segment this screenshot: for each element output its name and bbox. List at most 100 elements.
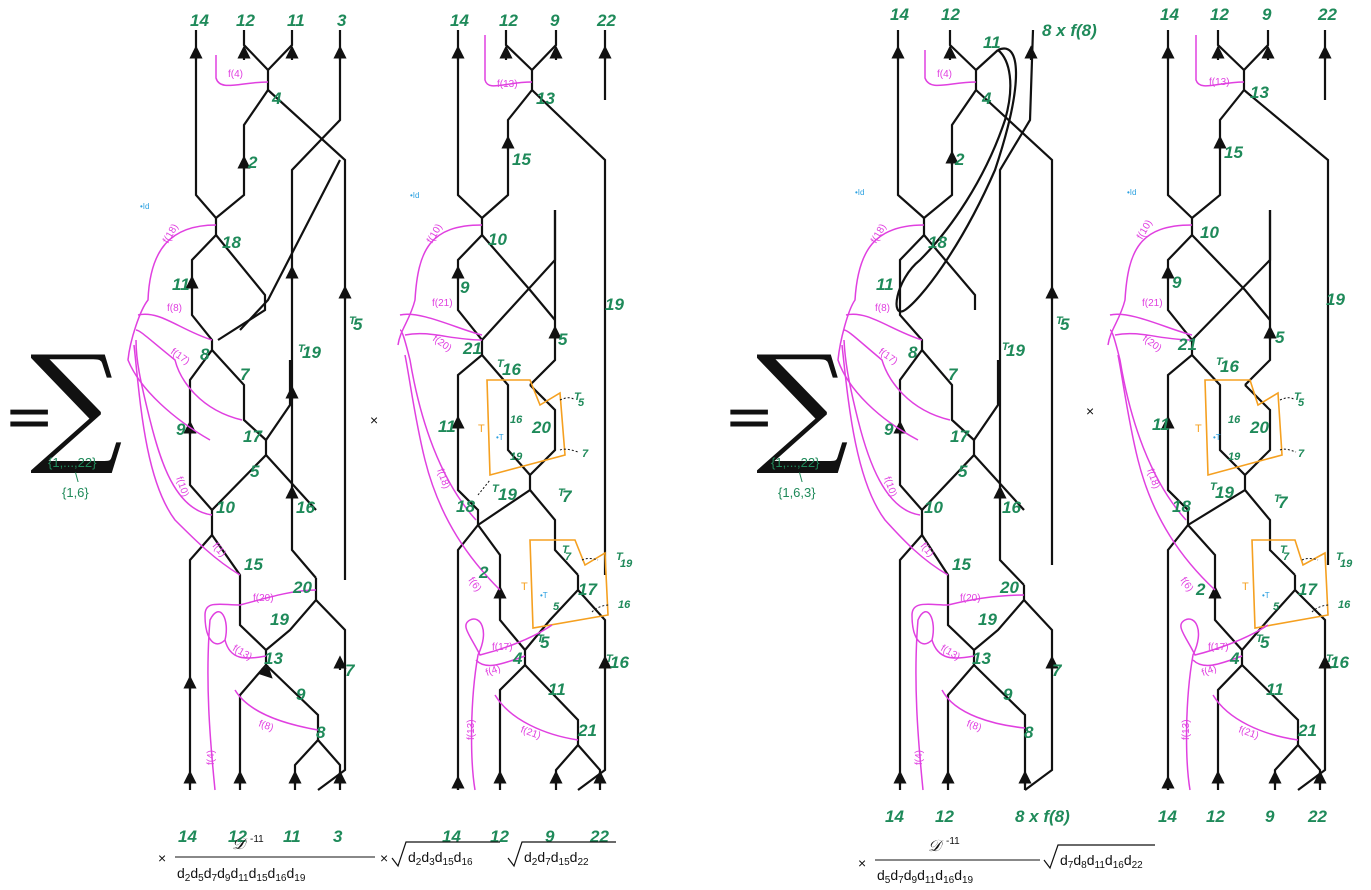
panel-2-labels: 14 12 9 22 14 12 9 22 13 15 10 9 19 21 1…: [410, 11, 633, 846]
p4-tbox-T: T: [1195, 423, 1202, 435]
p4-id-label: •Id: [1127, 188, 1136, 197]
p2-top-9: 9: [550, 11, 560, 30]
p1-bot-12: 12: [228, 827, 247, 846]
p4-f21b: f(21): [1237, 724, 1260, 741]
p3-f8: f(8): [875, 303, 890, 314]
p1-top-11: 11: [287, 11, 305, 30]
sum-2-exclude: {1,6,3}: [778, 485, 816, 500]
p1-twist-19: T: [298, 343, 306, 355]
p1-node-19: 19: [302, 343, 321, 362]
p2-node-5b: 5: [553, 601, 560, 613]
panel-1-labels: 14 12 11 3 14 12 11 3 4 2 18 11 8 7 19 5…: [140, 11, 363, 846]
p4-node-5d: 5: [1298, 397, 1305, 409]
f1-sqrt2: d2d7d15d22: [524, 849, 589, 868]
sigma-2: ∑: [756, 327, 849, 479]
p4-node-4: 4: [1229, 649, 1240, 668]
p2-node-16d: 16: [610, 653, 629, 672]
p3-bot-12: 12: [935, 807, 954, 826]
f2-exp: -11: [946, 836, 960, 847]
p1-bot-3: 3: [333, 827, 343, 846]
p3-twist-5: T: [1056, 315, 1064, 327]
p4-f4: f(4): [1200, 663, 1218, 678]
p2-node-11b: 11: [548, 680, 566, 699]
p2-node-11: 11: [438, 417, 456, 436]
p1-node-8: 8: [200, 345, 210, 364]
p2-node-13: 13: [536, 89, 555, 108]
p2-f21: f(21): [432, 298, 453, 309]
p4-f21: f(21): [1142, 298, 1163, 309]
p4-node-7c: 7: [1298, 448, 1305, 460]
p2-node-16c: 16: [618, 599, 631, 611]
p2-node-10: 10: [488, 230, 507, 249]
p3-top-8xf8: 8 x f(8): [1042, 21, 1097, 40]
p4-node-5: 5: [1275, 328, 1285, 347]
p2-node-19b: 19: [510, 451, 523, 463]
p4-twist-16: T: [1326, 653, 1334, 665]
panel-3-f-strands: [837, 50, 1026, 791]
p2-node-7b: 7: [565, 551, 572, 563]
p1-node-9b: 9: [296, 685, 306, 704]
p4-node-18: 18: [1172, 497, 1191, 516]
p4-top-12: 12: [1210, 5, 1229, 24]
f2-sqrt: d7d8d11d16d22: [1060, 852, 1143, 871]
p2-bot-14: 14: [442, 827, 461, 846]
f1-D: 𝒟: [232, 836, 248, 853]
f1-sqrt1: d2d3d15d16: [408, 849, 473, 868]
sum-2-minus: \: [799, 470, 803, 485]
p2-node-19c: 19: [498, 485, 517, 504]
p3-bot-14: 14: [885, 807, 904, 826]
p3-node-9: 9: [884, 420, 894, 439]
f2-denom: d5d7d9d11d16d19: [877, 867, 974, 886]
p1-node-20: 20: [292, 578, 312, 597]
p4-node-17: 17: [1298, 580, 1318, 599]
p4-twist-7: T: [1274, 493, 1282, 505]
p1-node-18: 18: [222, 233, 241, 252]
p1-f10: f(10): [173, 475, 190, 498]
p1-node-19b: 19: [270, 610, 289, 629]
panel-2-braid: [451, 30, 612, 791]
p2-node-4: 4: [512, 649, 523, 668]
p1-bot-14: 14: [178, 827, 197, 846]
panel-3-braid: [891, 29, 1059, 791]
p2-node-5c: 5: [540, 633, 550, 652]
f2-D: 𝒟: [928, 838, 944, 855]
p3-top-11: 11: [983, 33, 1001, 52]
p4-node-5c: 5: [1260, 633, 1270, 652]
p3-node-13: 13: [972, 649, 991, 668]
p3-node-8b: 8: [1024, 723, 1034, 742]
p1-node-11: 11: [172, 275, 190, 294]
p2-f4: f(4): [484, 663, 502, 678]
p2-twist-16: T: [497, 358, 505, 370]
p1-top-3: 3: [337, 11, 347, 30]
p4-bot-22: 22: [1307, 807, 1327, 826]
p2-node-16b: 16: [510, 414, 523, 426]
p4-twist-5: T: [1256, 633, 1264, 645]
p3-node-15: 15: [952, 555, 971, 574]
p1-top-14: 14: [190, 11, 209, 30]
p1-f4-bottom: f(4): [206, 750, 217, 765]
p4-top-14: 14: [1160, 5, 1179, 24]
p3-top-12: 12: [941, 5, 960, 24]
p2-node-21: 21: [462, 339, 482, 358]
p3-node-18: 18: [928, 233, 947, 252]
p4-f17: f(17): [1208, 642, 1229, 653]
formula-1: × 𝒟 -11 d2d5d7d9d11d15d16d19 × d2d3d15d1…: [158, 834, 616, 884]
p4-twist-5b: T: [1294, 391, 1302, 403]
p4-node-9: 9: [1172, 273, 1182, 292]
p2-node-16: 16: [502, 360, 521, 379]
sum-1: = ∑ {1,...,22} \ {1,6}: [4, 327, 123, 500]
p2-f17: f(17): [492, 642, 513, 653]
p4-node-21: 21: [1297, 721, 1317, 740]
p3-node-17: 17: [950, 427, 970, 446]
p2-f13b: f(13): [466, 719, 477, 740]
p2-node-18: 18: [456, 497, 475, 516]
p4-f13b: f(13): [1181, 719, 1192, 740]
p2-twist-5: T: [537, 633, 545, 645]
p4-twist-16: T: [1216, 356, 1224, 368]
p3-node-19b: 19: [978, 610, 997, 629]
p4-tbox-dot: •T: [1213, 433, 1221, 442]
equals-2: =: [724, 382, 774, 452]
p1-twist-5: T: [349, 315, 357, 327]
f2-times: ×: [858, 855, 866, 871]
p3-f20: f(20): [960, 593, 981, 604]
